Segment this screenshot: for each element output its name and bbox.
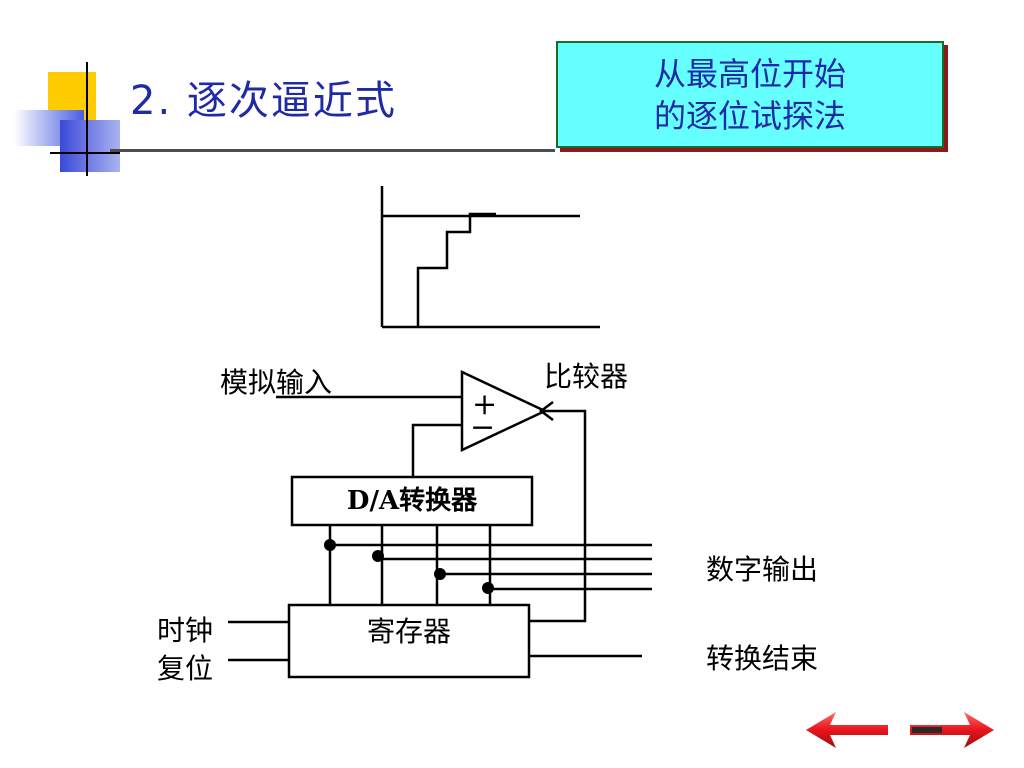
comparator-minus-sign: − bbox=[470, 410, 495, 445]
title-underline bbox=[110, 149, 555, 152]
arrow-right-icon[interactable] bbox=[910, 712, 994, 748]
reset-label: 复位 bbox=[157, 652, 213, 685]
comparator-symbol bbox=[460, 370, 548, 452]
dac-to-comparator-wire bbox=[411, 423, 462, 476]
corner-decoration bbox=[0, 0, 150, 180]
callout-line-2: 的逐位试探法 bbox=[653, 96, 846, 135]
arrow-left-icon[interactable] bbox=[806, 712, 888, 748]
page-title: 2. 逐次逼近式 bbox=[130, 78, 397, 124]
dac-block bbox=[290, 475, 534, 527]
dac-label: D/A转换器 bbox=[347, 486, 478, 516]
approximation-graph bbox=[380, 186, 600, 329]
digital-output-label: 数字输出 bbox=[706, 553, 818, 586]
register-label: 寄存器 bbox=[367, 615, 451, 648]
comparator-feedback-wire bbox=[529, 409, 587, 623]
slide-navigation bbox=[806, 712, 994, 748]
comparator-plus-sign: + bbox=[472, 387, 497, 422]
callout-line-1: 从最高位开始 bbox=[653, 54, 846, 93]
deco-short-hline bbox=[50, 152, 120, 154]
register-block bbox=[287, 603, 531, 679]
deco-vertical-line bbox=[86, 62, 88, 176]
junction-dot-2 bbox=[372, 550, 384, 562]
graph-staircase bbox=[416, 212, 496, 327]
feedback-arrowhead bbox=[538, 401, 554, 421]
junction-dot-4 bbox=[482, 582, 494, 594]
comparator-label: 比较器 bbox=[544, 360, 628, 393]
analog-input-label: 模拟输入 bbox=[220, 366, 332, 399]
conversion-done-label: 转换结束 bbox=[706, 642, 818, 675]
deco-blue-square-2 bbox=[60, 120, 120, 172]
clock-label: 时钟 bbox=[157, 614, 213, 647]
junction-dot-3 bbox=[434, 568, 446, 580]
callout-box: 从最高位开始 的逐位试探法 bbox=[556, 41, 944, 148]
junction-dot-1 bbox=[324, 539, 336, 551]
